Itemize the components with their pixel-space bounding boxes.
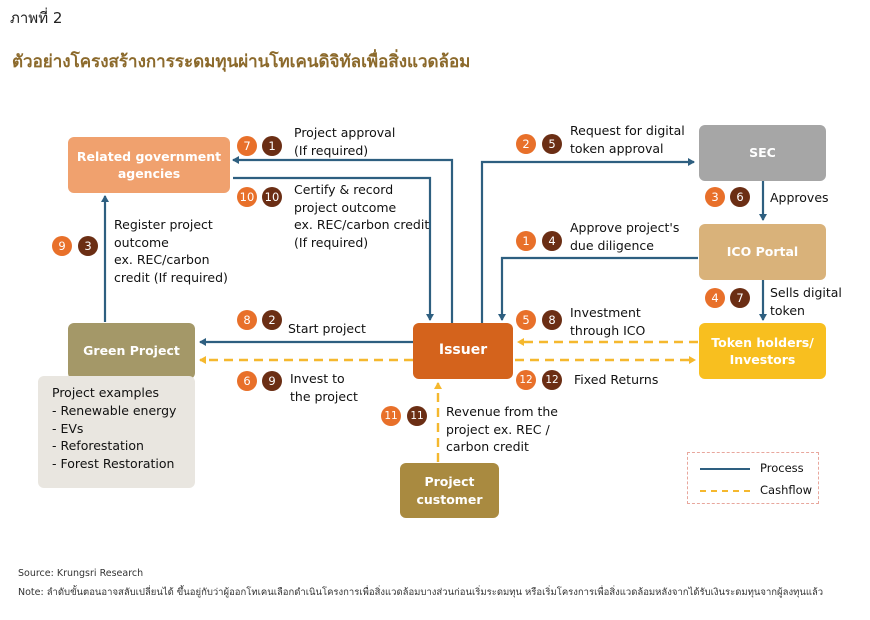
cashflow-step-badge: 8 — [542, 310, 562, 330]
cashflow-step-badge: 1 — [262, 136, 282, 156]
examples-item: - Renewable energy — [52, 402, 177, 418]
label-approve-due-diligence: Approve project's due diligence — [570, 220, 680, 253]
process-step-badge: 5 — [516, 310, 536, 330]
node-green-project: Green Project — [68, 323, 195, 379]
label-request-token-approval: Request for digital token approval — [570, 123, 685, 156]
legend-process-swatch — [700, 468, 750, 470]
process-step-badge: 4 — [705, 288, 725, 308]
node-token-holders-investors: Token holders/ Investors — [699, 323, 826, 379]
label-start-project: Start project — [288, 321, 366, 336]
label-certify-record: Certify & record project outcome ex. REC… — [294, 182, 430, 250]
process-step-badge: 3 — [705, 187, 725, 207]
label-fixed-returns: Fixed Returns — [574, 372, 659, 387]
cashflow-step-badge: 10 — [262, 187, 282, 207]
line-request-token — [480, 158, 695, 323]
process-step-badge: 12 — [516, 370, 536, 390]
figure-title: ตัวอย่างโครงสร้างการระดมทุนผ่านโทเคนดิจิ… — [12, 52, 471, 72]
examples-item: - Reforestation — [52, 438, 144, 454]
label-sells-digital-token: Sells digital token — [770, 285, 842, 318]
cashflow-step-badge: 12 — [542, 370, 562, 390]
examples-heading: Project examples — [52, 385, 160, 400]
process-step-badge: 7 — [237, 136, 257, 156]
cashflow-step-badge: 3 — [78, 236, 98, 256]
line-project-approval — [232, 156, 454, 323]
cashflow-step-badge: 5 — [542, 134, 562, 154]
cashflow-step-badge: 9 — [262, 371, 282, 391]
legend-cashflow-label: Cashflow — [760, 483, 813, 497]
cashflow-step-badge: 7 — [730, 288, 750, 308]
line-due-diligence — [498, 256, 698, 321]
process-step-badge: 11 — [381, 406, 401, 426]
process-step-badge: 6 — [237, 371, 257, 391]
label-register-outcome: Register project outcome ex. REC/carbon … — [114, 217, 228, 285]
label-investment-through-ico: Investment through ICO — [570, 305, 646, 338]
process-step-badge: 8 — [237, 310, 257, 330]
process-step-badge: 1 — [516, 231, 536, 251]
examples-item: - EVs — [52, 420, 84, 436]
project-examples-box: Project examples - Renewable energy - EV… — [38, 376, 195, 488]
legend-process-label: Process — [760, 461, 804, 475]
label-approves: Approves — [770, 190, 829, 205]
label-invest-to-project: Invest to the project — [290, 371, 358, 404]
cashflow-step-badge: 11 — [407, 406, 427, 426]
legend-cashflow-swatch — [700, 490, 750, 492]
legend: Process Cashflow — [687, 452, 819, 504]
cashflow-step-badge: 2 — [262, 310, 282, 330]
node-sec: SEC — [699, 125, 826, 181]
node-issuer: Issuer — [413, 323, 513, 379]
examples-item: - Forest Restoration — [52, 456, 175, 471]
source-note: Source: Krungsri Research — [18, 568, 144, 579]
label-project-approval: Project approval (If required) — [294, 125, 396, 158]
node-related-government-agencies: Related government agencies — [68, 137, 230, 193]
node-ico-portal: ICO Portal — [699, 224, 826, 280]
label-revenue-from-project: Revenue from the project ex. REC / carbo… — [446, 404, 558, 454]
figure-label: ภาพที่ 2 — [10, 9, 63, 27]
node-project-customer: Project customer — [400, 463, 499, 518]
cashflow-step-badge: 6 — [730, 187, 750, 207]
process-step-badge: 10 — [237, 187, 257, 207]
line-certify — [233, 176, 434, 321]
footnote: Note: ลำดับขั้นตอนอาจสลับเปลี่ยนได้ ขึ้น… — [18, 587, 824, 598]
process-step-badge: 2 — [516, 134, 536, 154]
process-step-badge: 9 — [52, 236, 72, 256]
cashflow-step-badge: 4 — [542, 231, 562, 251]
